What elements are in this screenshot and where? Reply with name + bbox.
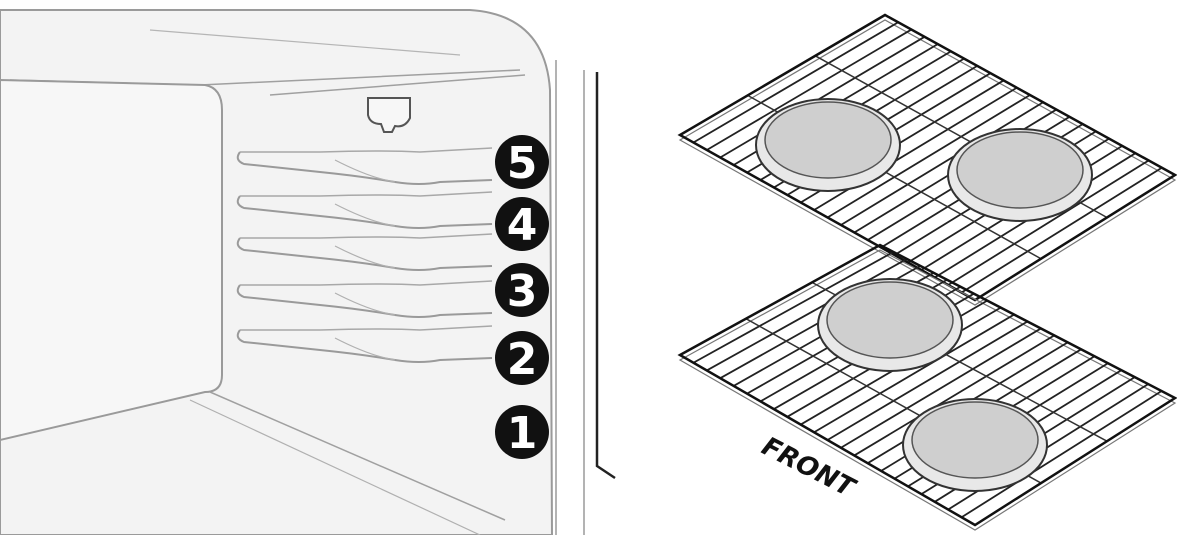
- rack-position-4-badge: 4: [495, 197, 549, 251]
- rack-position-3-label: 3: [507, 266, 538, 317]
- rack-position-2-label: 2: [507, 334, 538, 385]
- oven-back-wall: [0, 80, 222, 440]
- rack-front-label: FRONT: [757, 432, 861, 505]
- rack-position-4-label: 4: [507, 200, 538, 251]
- rack-position-1-label: 1: [507, 408, 538, 459]
- rack-position-5-label: 5: [507, 138, 538, 189]
- rack-position-2-badge: 2: [495, 331, 549, 385]
- cake-pan: [948, 129, 1092, 221]
- rack-position-1-badge: 1: [495, 405, 549, 459]
- cake-pan: [903, 399, 1047, 491]
- rack-position-5-badge: 5: [495, 135, 549, 189]
- cake-pan: [818, 279, 962, 371]
- oven-door-frame: [597, 72, 615, 478]
- upper-wire-rack: [680, 15, 1175, 305]
- rack-frame-shadow: [680, 20, 1175, 305]
- rack-position-3-badge: 3: [495, 263, 549, 317]
- cake-pan: [756, 99, 900, 191]
